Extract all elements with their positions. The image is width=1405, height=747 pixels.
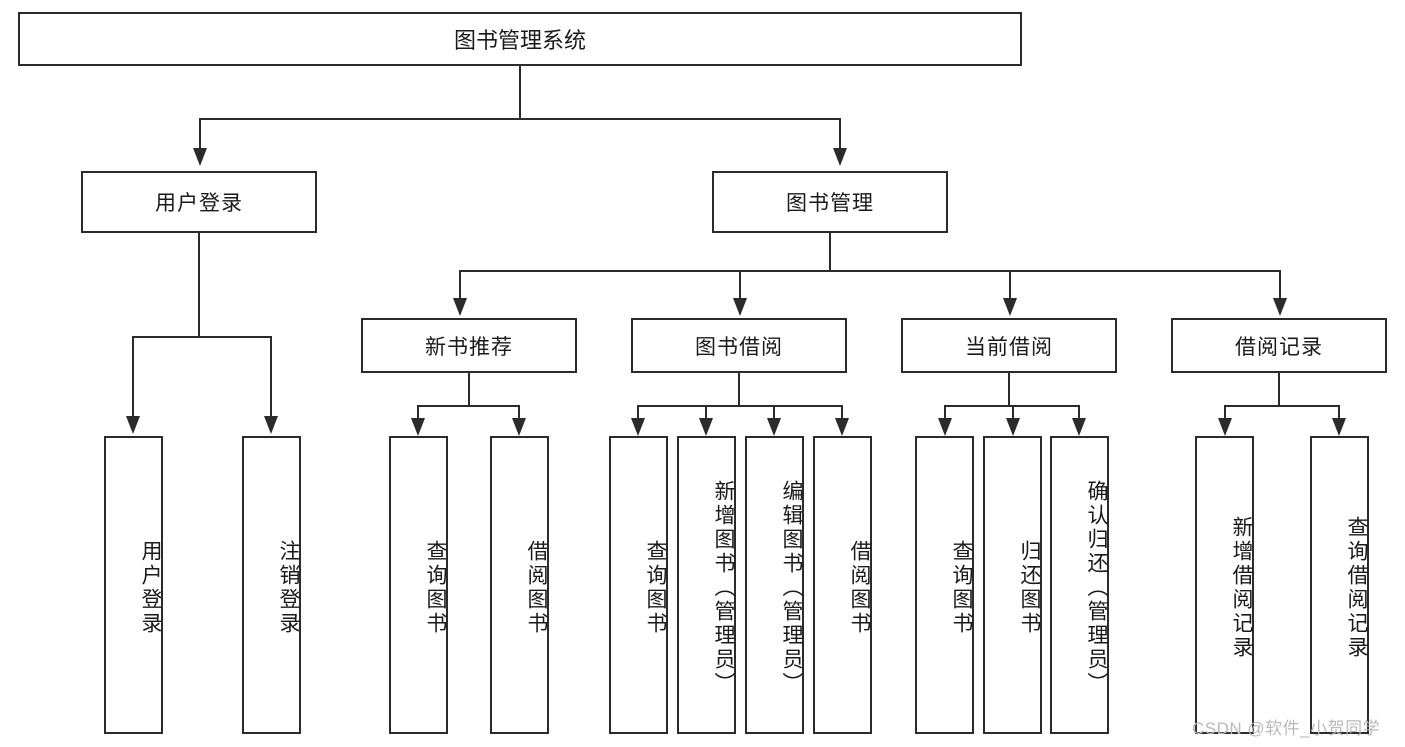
csdn-watermark: CSDN @软件_小贺同学	[1192, 719, 1381, 738]
leaf-edit-book[interactable]: 编辑图书（管理员）	[745, 436, 804, 734]
leaf-add-record[interactable]: 新增借阅记录	[1195, 436, 1254, 734]
edge-userlogin-drop-2	[270, 336, 272, 416]
leaf-label: 借阅图书	[525, 540, 548, 636]
node-new-book-recommend[interactable]: 新书推荐	[361, 318, 577, 373]
edge-bookborrow-drop-3	[773, 405, 775, 418]
leaf-label: 查询图书	[644, 540, 667, 636]
edge-currentborrow-drop-3	[1078, 405, 1080, 418]
edge-userlogin-stem	[198, 233, 200, 336]
edge-bookborrow-drop-2	[705, 405, 707, 418]
leaf-label: 注销登录	[277, 540, 300, 636]
arrow-to-leaf-borrow-book-1	[512, 418, 526, 436]
edge-bookborrow-stem	[738, 373, 740, 405]
arrow-to-current-borrow	[1003, 298, 1017, 316]
node-label: 图书借阅	[695, 335, 783, 359]
leaf-confirm-return[interactable]: 确认归还（管理员）	[1050, 436, 1109, 734]
edge-bookborrow-drop-4	[841, 405, 843, 418]
edge-root-stem	[519, 66, 521, 118]
leaf-label: 编辑图书（管理员）	[780, 480, 803, 696]
edge-bookmgmt-drop-4	[1279, 270, 1281, 298]
arrow-to-leaf-query-book-2	[631, 418, 645, 436]
leaf-query-record[interactable]: 查询借阅记录	[1310, 436, 1369, 734]
leaf-label: 新增图书（管理员）	[712, 480, 735, 696]
edge-newbook-bus	[417, 405, 520, 407]
leaf-add-book[interactable]: 新增图书（管理员）	[677, 436, 736, 734]
edge-userlogin-drop-1	[132, 336, 134, 416]
edge-root-drop-right	[839, 118, 841, 148]
node-label: 图书管理	[786, 192, 874, 215]
edge-borrowrecord-bus	[1224, 405, 1340, 407]
node-label: 当前借阅	[965, 335, 1053, 359]
edge-bookmgmt-drop-3	[1009, 270, 1011, 298]
edge-currentborrow-drop-1	[944, 405, 946, 418]
arrow-to-leaf-query-book-1	[411, 418, 425, 436]
node-root-system[interactable]: 图书管理系统	[18, 12, 1022, 66]
arrow-to-leaf-user-login	[126, 416, 140, 434]
edge-newbook-drop-1	[417, 405, 419, 418]
arrow-to-leaf-edit-book	[767, 418, 781, 436]
node-label: 用户登录	[155, 192, 243, 215]
leaf-return-book[interactable]: 归还图书	[983, 436, 1042, 734]
node-book-borrow[interactable]: 图书借阅	[631, 318, 847, 373]
leaf-query-book-3[interactable]: 查询图书	[915, 436, 974, 734]
leaf-label: 新增借阅记录	[1230, 516, 1253, 660]
leaf-label: 查询图书	[424, 540, 447, 636]
edge-bookmgmt-bus	[459, 270, 1281, 272]
edge-bookmgmt-stem	[829, 233, 831, 270]
node-label: 借阅记录	[1235, 335, 1323, 359]
leaf-label: 归还图书	[1018, 540, 1041, 636]
leaf-user-login[interactable]: 用户登录	[104, 436, 163, 734]
node-current-borrow[interactable]: 当前借阅	[901, 318, 1117, 373]
arrow-to-leaf-query-record	[1332, 418, 1346, 436]
leaf-query-book-2[interactable]: 查询图书	[609, 436, 668, 734]
edge-root-bus	[199, 118, 841, 120]
arrow-to-book-management	[833, 148, 847, 166]
arrow-to-leaf-query-book-3	[938, 418, 952, 436]
edge-newbook-drop-2	[518, 405, 520, 418]
leaf-borrow-book-2[interactable]: 借阅图书	[813, 436, 872, 734]
leaf-label: 查询借阅记录	[1345, 516, 1368, 660]
node-label: 图书管理系统	[453, 28, 586, 53]
arrow-to-leaf-add-book	[699, 418, 713, 436]
leaf-logout[interactable]: 注销登录	[242, 436, 301, 734]
leaf-label: 查询图书	[950, 540, 973, 636]
node-user-login[interactable]: 用户登录	[81, 171, 317, 233]
edge-borrowrecord-stem	[1278, 373, 1280, 405]
arrow-to-leaf-logout	[264, 416, 278, 434]
arrow-to-book-borrow	[733, 298, 747, 316]
arrow-to-leaf-confirm-return	[1072, 418, 1086, 436]
edge-borrowrecord-drop-2	[1338, 405, 1340, 418]
arrow-to-leaf-add-record	[1218, 418, 1232, 436]
edge-bookborrow-drop-1	[637, 405, 639, 418]
edge-currentborrow-drop-2	[1012, 405, 1014, 418]
arrow-to-user-login	[193, 148, 207, 166]
node-book-management[interactable]: 图书管理	[712, 171, 948, 233]
node-borrow-record[interactable]: 借阅记录	[1171, 318, 1387, 373]
arrow-to-leaf-return-book	[1006, 418, 1020, 436]
arrow-to-new-book-recommend	[453, 298, 467, 316]
leaf-label: 借阅图书	[848, 540, 871, 636]
arrow-to-leaf-borrow-book-2	[835, 418, 849, 436]
edge-bookborrow-bus	[637, 405, 843, 407]
edge-newbook-stem	[468, 373, 470, 405]
edge-borrowrecord-drop-1	[1224, 405, 1226, 418]
leaf-query-book-1[interactable]: 查询图书	[389, 436, 448, 734]
edge-bookmgmt-drop-2	[739, 270, 741, 298]
edge-userlogin-bus	[132, 336, 271, 338]
arrow-to-borrow-record	[1273, 298, 1287, 316]
leaf-label: 用户登录	[139, 540, 162, 636]
edge-bookmgmt-drop-1	[459, 270, 461, 298]
node-label: 新书推荐	[425, 335, 513, 359]
edge-root-drop-left	[199, 118, 201, 148]
leaf-borrow-book-1[interactable]: 借阅图书	[490, 436, 549, 734]
leaf-label: 确认归还（管理员）	[1085, 480, 1108, 696]
edge-currentborrow-stem	[1008, 373, 1010, 405]
